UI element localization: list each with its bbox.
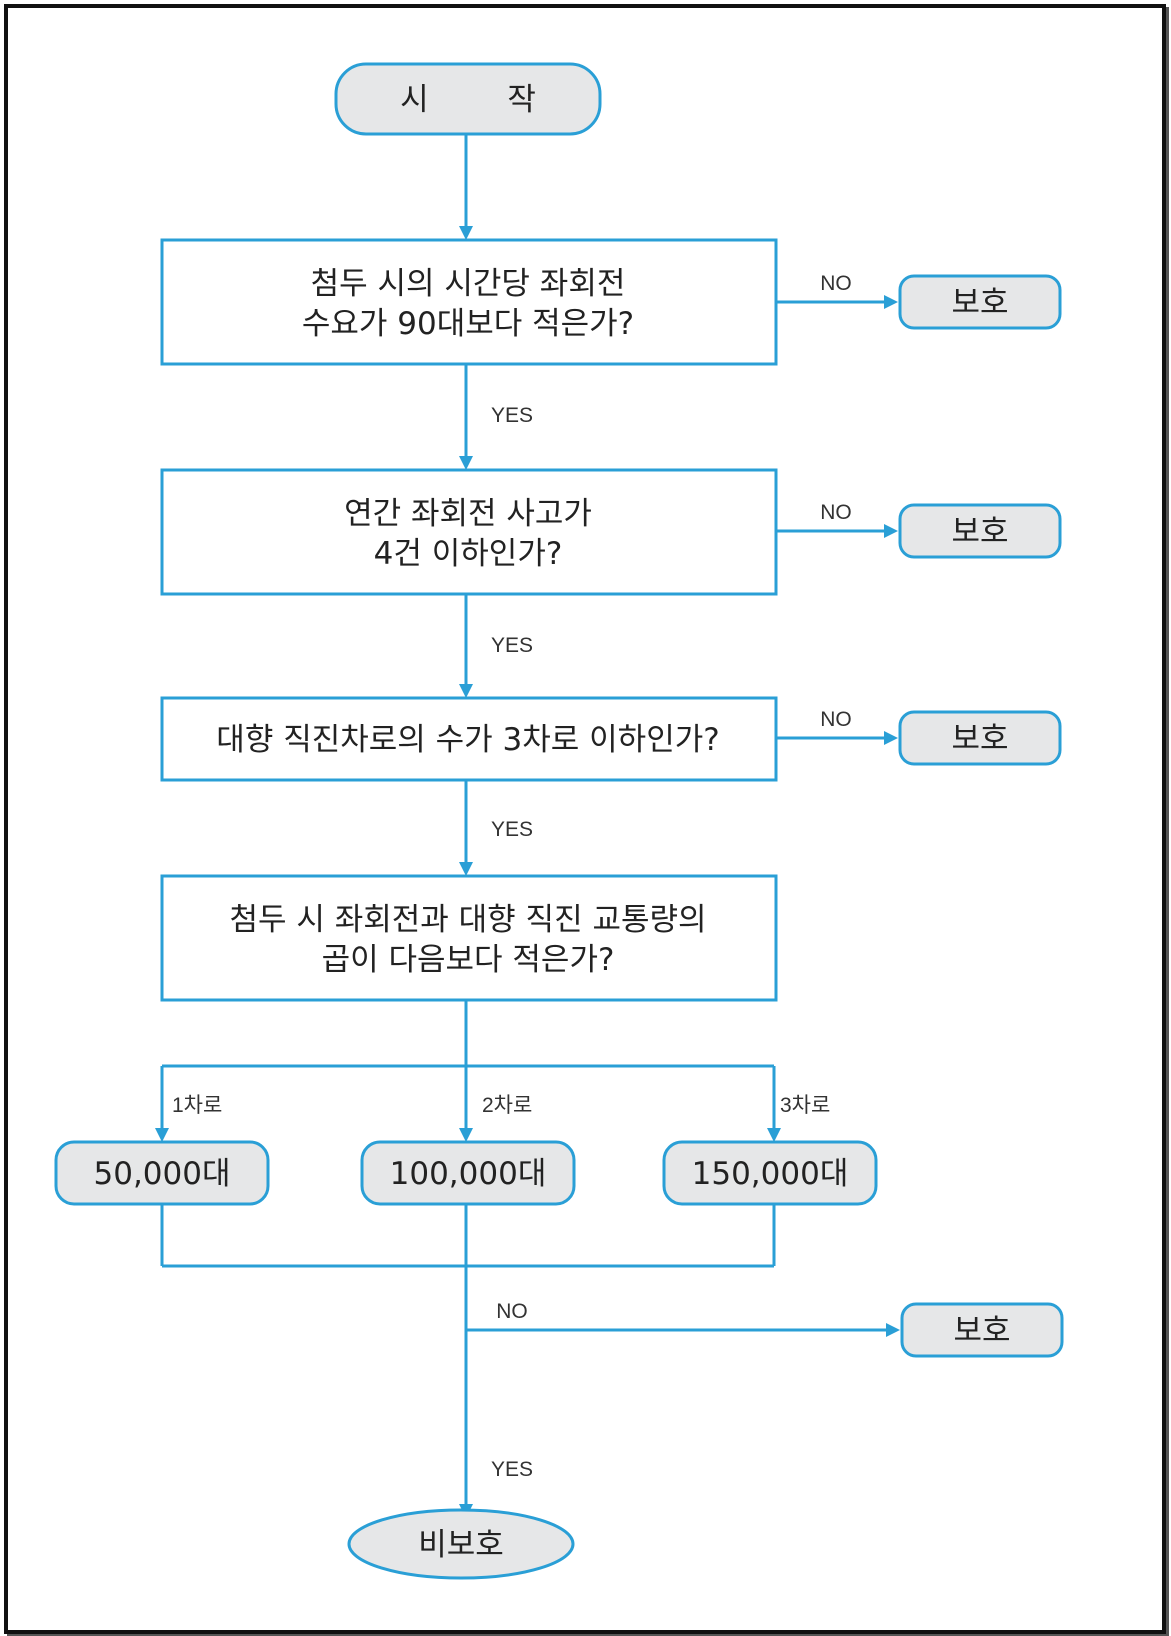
no-label-4: NO bbox=[496, 1300, 528, 1323]
lane-label-1: 1차로 bbox=[172, 1094, 222, 1117]
protected-2-label: 보호 bbox=[951, 514, 1008, 550]
yes-label-1: YES bbox=[491, 404, 533, 427]
lane-labels: 1차로 2차로 3차로 bbox=[172, 1094, 830, 1117]
edge-labels: YES YES YES YES NO NO NO NO bbox=[491, 272, 852, 1481]
end-label: 비보호 bbox=[418, 1527, 504, 1563]
protected-node-2: 보호 bbox=[898, 503, 1062, 559]
decision-4-line-2: 곱이 다음보다 적은가? bbox=[322, 942, 615, 978]
yes-label-3: YES bbox=[491, 818, 533, 841]
threshold-node-2: 100,000대 bbox=[360, 1140, 576, 1206]
decision-box-4: 첨두 시 좌회전과 대향 직진 교통량의 곱이 다음보다 적은가? bbox=[160, 874, 778, 1002]
threshold-node-1: 50,000대 bbox=[54, 1140, 270, 1206]
decision-box-1: 첨두 시의 시간당 좌회전 수요가 90대보다 적은가? bbox=[160, 238, 778, 366]
protected-3-label: 보호 bbox=[951, 721, 1008, 757]
no-label-2: NO bbox=[820, 501, 852, 524]
protected-node-4: 보호 bbox=[900, 1302, 1064, 1358]
yes-label-4: YES bbox=[491, 1458, 533, 1481]
threshold-node-3: 150,000대 bbox=[662, 1140, 878, 1206]
decision-2-line-2: 4건 이하인가? bbox=[374, 536, 563, 572]
protected-node-3: 보호 bbox=[898, 710, 1062, 766]
no-label-3: NO bbox=[820, 708, 852, 731]
connectors bbox=[155, 134, 900, 1518]
no-label-1: NO bbox=[820, 272, 852, 295]
threshold-3-label: 150,000대 bbox=[692, 1156, 849, 1192]
start-label: 시 작 bbox=[400, 82, 536, 118]
decision-4-line-1: 첨두 시 좌회전과 대향 직진 교통량의 bbox=[229, 902, 706, 938]
protected-1-label: 보호 bbox=[951, 285, 1008, 321]
threshold-1-label: 50,000대 bbox=[94, 1156, 231, 1192]
end-node: 비보호 bbox=[347, 1508, 575, 1580]
decision-2-line-1: 연간 좌회전 사고가 bbox=[344, 496, 592, 532]
protected-node-1: 보호 bbox=[898, 274, 1062, 330]
decision-1-line-1: 첨두 시의 시간당 좌회전 bbox=[311, 266, 626, 302]
yes-label-2: YES bbox=[491, 634, 533, 657]
lane-label-3: 3차로 bbox=[780, 1094, 830, 1117]
threshold-2-label: 100,000대 bbox=[390, 1156, 547, 1192]
lane-label-2: 2차로 bbox=[482, 1094, 532, 1117]
start-node: 시 작 bbox=[334, 62, 602, 136]
decision-3-line-1: 대향 직진차로의 수가 3차로 이하인가? bbox=[216, 722, 719, 758]
protected-4-label: 보호 bbox=[953, 1313, 1010, 1349]
decision-box-2: 연간 좌회전 사고가 4건 이하인가? bbox=[160, 468, 778, 596]
decision-1-line-2: 수요가 90대보다 적은가? bbox=[302, 306, 634, 342]
decision-box-3: 대향 직진차로의 수가 3차로 이하인가? bbox=[160, 696, 778, 782]
